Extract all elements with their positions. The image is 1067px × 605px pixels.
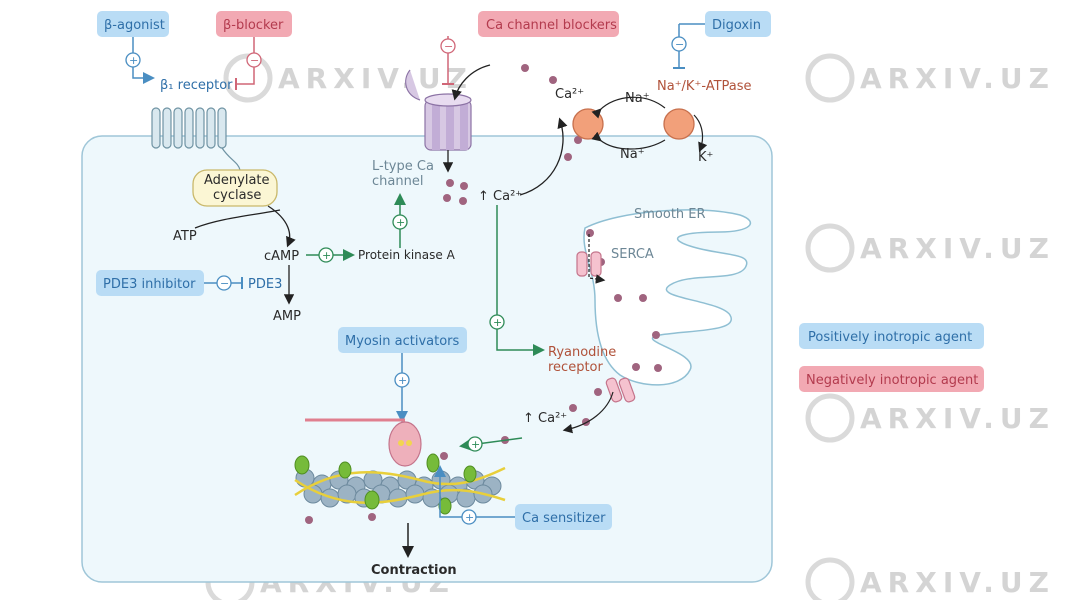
na-bottom-label: Na⁺ (620, 147, 645, 162)
na-top-arrow (591, 96, 666, 119)
ca-sensitizer-pill[interactable]: Ca sensitizer (515, 504, 612, 530)
legend-positive-label: Positively inotropic agent (808, 330, 972, 345)
plus-sign: + (471, 438, 480, 451)
beta-blocker-pill[interactable]: β-blocker (216, 11, 292, 37)
ca-channel-blockers-label: Ca channel blockers (486, 18, 617, 33)
myosin-atp-dot (398, 440, 404, 446)
plus-sign: + (322, 249, 331, 262)
na-bottom-arrow (591, 131, 666, 150)
myosin-plus-icon (394, 372, 410, 388)
svg-text:ARXIV.UZ: ARXIV.UZ (860, 232, 1055, 265)
svg-text:ARXIV.UZ: ARXIV.UZ (278, 62, 473, 95)
smooth-er-label: Smooth ER (634, 207, 706, 222)
beta-agonist-pill[interactable]: β-agonist (97, 11, 169, 37)
contraction-label: Contraction (371, 563, 457, 578)
l-type-ca-channel (405, 69, 472, 151)
serca-label: SERCA (611, 247, 654, 262)
serca-pump (576, 251, 602, 277)
na-ca-exchanger (572, 108, 604, 140)
atp-label: ATP (173, 229, 197, 244)
ca-to-exchanger-arrow (519, 117, 568, 196)
ryanodine-label-2: receptor (548, 360, 604, 375)
myosin-activators-label: Myosin activators (345, 334, 459, 349)
watermark-1: ARXIV.UZ (223, 53, 473, 103)
myosin-atp-dot (406, 440, 412, 446)
plus-sign: + (396, 216, 405, 229)
adenylate-label-2: cyclase (213, 188, 261, 203)
watermark-2: ARXIV.UZ (805, 53, 1055, 103)
ca-up-label-2: ↑ Ca²⁺ (523, 411, 567, 426)
pde3-inhibitor-label: PDE3 inhibitor (103, 277, 196, 292)
pde3-inhibitor-pill[interactable]: PDE3 inhibitor (96, 270, 204, 296)
pka-plus-icon (318, 247, 334, 263)
na-k-atpase-pump (663, 108, 695, 140)
watermark-8: ARXIV.UZ (805, 557, 1055, 605)
beta1-receptor (151, 107, 227, 149)
k-arrow (693, 114, 708, 153)
na-k-atpase-label: Na⁺/K⁺-ATPase (657, 79, 752, 94)
minus-sign: − (220, 277, 229, 290)
svg-text:ARXIV.UZ: ARXIV.UZ (860, 402, 1055, 435)
digoxin-pill[interactable]: Digoxin (705, 11, 771, 37)
ca-return-arrow (451, 64, 491, 101)
blocker-minus-icon (246, 52, 262, 68)
camp-label: cAMP (264, 249, 299, 264)
receptor-tail (221, 147, 241, 171)
digoxin-minus-icon (671, 36, 687, 52)
tropomyosin-strand (294, 466, 506, 497)
adenylate-label-1: Adenylate (204, 173, 270, 188)
minus-sign: − (675, 38, 684, 51)
beta-blocker-label: β-blocker (223, 18, 284, 33)
ca-sensitizer-label: Ca sensitizer (522, 511, 606, 526)
svg-text:ARXIV.UZ: ARXIV.UZ (860, 62, 1055, 95)
atp-to-camp-arrow (194, 205, 290, 245)
myosin-activators-pill[interactable]: Myosin activators (338, 327, 467, 353)
protein-kinase-a-label: Protein kinase A (358, 248, 456, 262)
ltype-plus-icon (392, 214, 408, 230)
minus-sign: − (444, 40, 453, 53)
minus-sign: − (250, 54, 259, 67)
watermark-4: ARXIV.UZ (805, 223, 1055, 273)
plus-sign: + (493, 316, 502, 329)
ca-channel-blockers-pill[interactable]: Ca channel blockers (478, 11, 619, 37)
svg-text:ARXIV.UZ: ARXIV.UZ (860, 566, 1055, 599)
plus-sign: + (398, 374, 407, 387)
pde3-label: PDE3 (248, 277, 282, 292)
myosin-head (388, 421, 422, 467)
k-label: K⁺ (698, 150, 713, 165)
l-type-label-2: channel (372, 174, 423, 189)
ccb-minus-icon (440, 38, 456, 54)
ryanodine-release-arrow (562, 391, 614, 434)
myofilament-plus-icon (467, 436, 483, 452)
ca-sensitizer-arrow (434, 465, 515, 518)
ca-to-ryanodine-arrow (496, 205, 545, 356)
legend-negative-label: Negatively inotropic agent (806, 373, 978, 388)
legend-positive: Positively inotropic agent (799, 323, 984, 349)
ca-ext-label: Ca²⁺ (555, 87, 584, 102)
na-top-label: Na⁺ (625, 91, 650, 106)
ca-up-label-1: ↑ Ca²⁺ (478, 189, 522, 204)
ryanodine-receptor (605, 377, 636, 403)
agonist-arrow (132, 37, 155, 84)
amp-label: AMP (273, 309, 301, 324)
sensitizer-plus-icon (461, 509, 477, 525)
digoxin-label: Digoxin (712, 18, 761, 33)
ryanodine-plus-icon (489, 314, 505, 330)
pde3-minus-icon (216, 275, 232, 291)
smooth-er-shape (583, 209, 752, 386)
tropomyosin-strand (294, 478, 506, 504)
l-type-label-1: L-type Ca (372, 159, 434, 174)
calcium-dots (305, 64, 662, 524)
plus-sign: + (129, 54, 138, 67)
ryanodine-label-1: Ryanodine (548, 345, 616, 360)
agonist-plus-icon (125, 52, 141, 68)
legend-negative: Negatively inotropic agent (799, 366, 984, 392)
beta1-receptor-label: β₁ receptor (160, 78, 233, 93)
plus-sign: + (465, 511, 474, 524)
beta-agonist-label: β-agonist (104, 18, 165, 33)
watermark-6: ARXIV.UZ (805, 393, 1055, 443)
adenylate-cyclase-node: Adenylate cyclase (192, 169, 278, 207)
